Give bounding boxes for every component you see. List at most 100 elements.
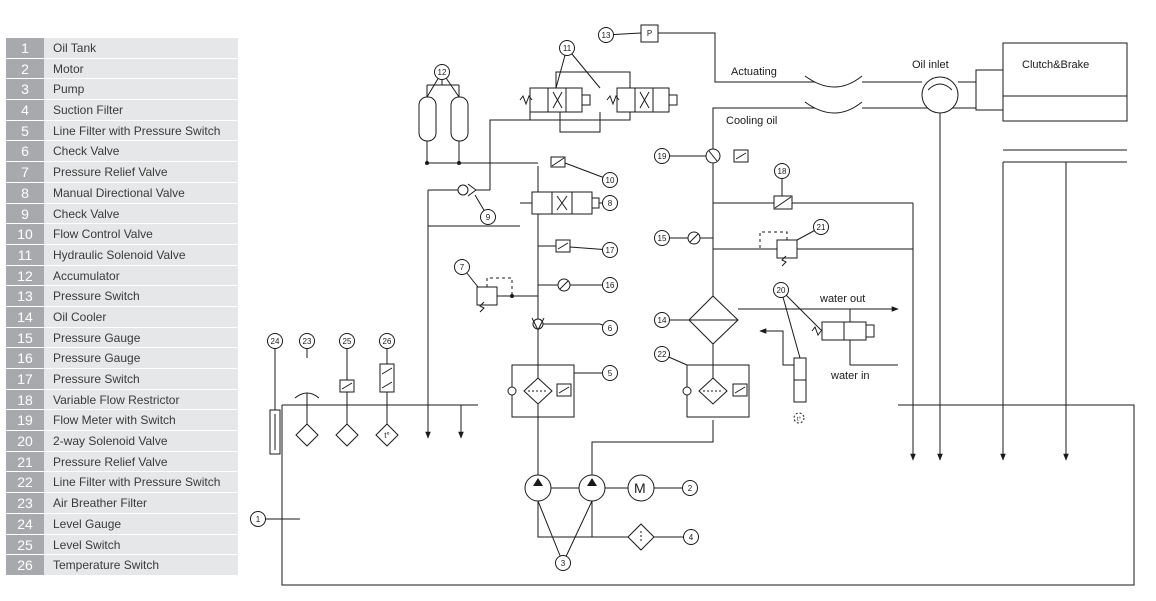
legend-number: 22 [6, 472, 44, 494]
legend-description: Pressure Gauge [44, 327, 238, 349]
accumulators [418, 84, 469, 165]
legend-description: Check Valve [44, 141, 238, 163]
callout-16: 16 [570, 277, 618, 293]
legend-description: Line Filter with Pressure Switch [44, 120, 238, 142]
legend-description: Pressure Relief Valve [44, 451, 238, 473]
clutch-brake-label: Clutch&Brake [1022, 59, 1089, 71]
check-valve-6 [531, 317, 600, 331]
callout-9: 9 [474, 194, 496, 225]
legend-number: 5 [6, 120, 44, 142]
legend-number: 8 [6, 182, 44, 204]
manual-directional-valve [520, 191, 600, 215]
callout-number: 3 [561, 559, 566, 568]
legend-description: Accumulator [44, 265, 238, 287]
variable-flow-restrictor [713, 195, 913, 210]
callout-18: 18 [774, 163, 790, 196]
callout-7: 7 [454, 259, 479, 288]
callout-leader [566, 47, 601, 89]
line-filter-5 [507, 364, 575, 418]
callout-number: 11 [563, 44, 572, 53]
callout-number: 16 [606, 281, 615, 290]
callout-number: 14 [658, 316, 667, 325]
legend-description: Hydraulic Solenoid Valve [44, 244, 238, 266]
legend-number: 11 [6, 244, 44, 266]
callout-leader [537, 500, 564, 564]
legend-description: 2-way Solenoid Valve [44, 431, 238, 452]
pressure-relief-valve-7 [476, 277, 538, 313]
water-in-label: water in [830, 370, 870, 382]
clutch-brake-unit: Clutch&Brake [975, 42, 1128, 122]
callout-12: 12 [434, 64, 450, 85]
legend-number: 6 [6, 141, 44, 163]
callout-6: 6 [599, 320, 618, 336]
callout-number: 17 [606, 246, 615, 255]
callout-21: 21 [796, 219, 829, 241]
callout-number: 9 [486, 213, 491, 222]
pressure-relief-valve-21 [713, 231, 913, 267]
flow-meter-switch [705, 148, 749, 164]
legend-number: 17 [6, 369, 44, 390]
callout-number: 20 [777, 286, 786, 295]
legend-number: 25 [6, 534, 44, 556]
callout-11: 11 [559, 40, 575, 56]
callout-17: 17 [569, 242, 618, 258]
temp-symbol: t° [384, 431, 389, 440]
legend-number: 15 [6, 327, 44, 349]
pressure-gauge-16 [538, 278, 571, 292]
callout-number: 1 [256, 515, 261, 524]
line-filter-22 [682, 364, 750, 418]
legend-number: 12 [6, 265, 44, 287]
callout-number: 21 [817, 223, 826, 232]
callout-25: 25 [339, 333, 355, 380]
callout-20: 20 [773, 282, 789, 298]
callout-number: 19 [658, 152, 667, 161]
legend-number: 13 [6, 286, 44, 307]
legend-description: Variable Flow Restrictor [44, 389, 238, 411]
pressure-switch-13: P [640, 24, 659, 43]
callout-1: 1 [250, 511, 300, 527]
legend-description: Flow Meter with Switch [44, 410, 238, 432]
legend-number: 19 [6, 410, 44, 432]
water-out-label: water out [819, 293, 865, 305]
temp-symbol-small: t° [797, 417, 802, 423]
callout-number: 25 [343, 337, 352, 346]
legend-description: Flow Control Valve [44, 224, 238, 245]
return-lines [910, 113, 1127, 461]
pressure-symbol: P [647, 29, 652, 38]
callout-number: 24 [271, 337, 280, 346]
legend-number: 4 [6, 100, 44, 121]
callout-13: 13 [598, 27, 642, 43]
legend-number: 9 [6, 203, 44, 225]
legend-description: Oil Cooler [44, 306, 238, 328]
oil-cooler [688, 295, 899, 366]
pressure-switch-17 [538, 239, 571, 253]
legend-number: 26 [6, 555, 44, 576]
legend-description: Check Valve [44, 203, 238, 225]
callout-number: 6 [608, 324, 613, 333]
legend-number: 18 [6, 389, 44, 411]
callout-number: 23 [303, 337, 312, 346]
legend-description: Air Breather Filter [44, 493, 238, 514]
tank-accessories: t° [269, 363, 399, 455]
legend-description: Manual Directional Valve [44, 182, 238, 204]
